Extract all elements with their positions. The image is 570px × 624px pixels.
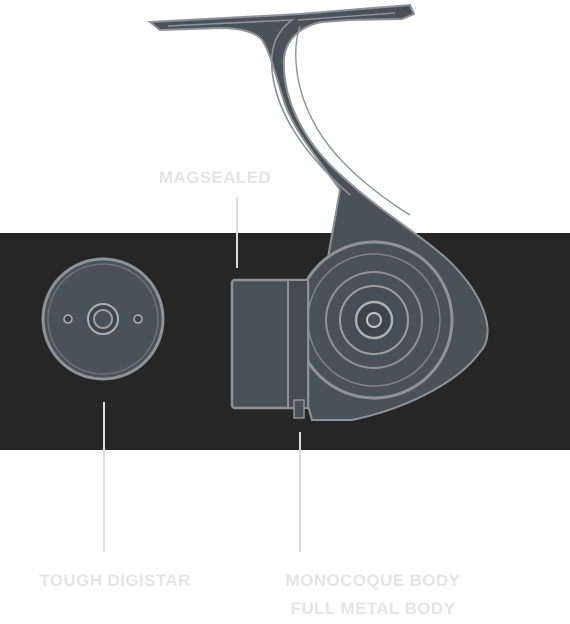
magsealed-label: MAGSEALED xyxy=(158,168,272,187)
drag-knob xyxy=(41,257,165,381)
arm-highlight-2 xyxy=(295,12,411,216)
leader-lines xyxy=(103,197,301,552)
reel-body xyxy=(147,3,489,421)
rotor-nut xyxy=(366,312,382,328)
magsealed-block-face xyxy=(287,279,309,409)
arm-highlight xyxy=(167,19,351,196)
body-label-line-2: FULL METAL BODY xyxy=(290,599,456,618)
drag-knob-hole-right xyxy=(133,314,143,324)
rotor-ring-2 xyxy=(325,271,423,369)
drag-star-label: TOUGH DIGISTAR xyxy=(39,571,191,590)
drag-knob-hole-left xyxy=(63,314,73,324)
drag-knob-inner-ring xyxy=(47,263,159,375)
body-label-line-1: MONOCOQUE BODY xyxy=(285,571,461,590)
body-label: MONOCOQUE BODY FULL METAL BODY xyxy=(248,570,498,620)
drag-knob-hub-inner xyxy=(93,309,113,329)
body-foot-tab xyxy=(293,399,305,419)
